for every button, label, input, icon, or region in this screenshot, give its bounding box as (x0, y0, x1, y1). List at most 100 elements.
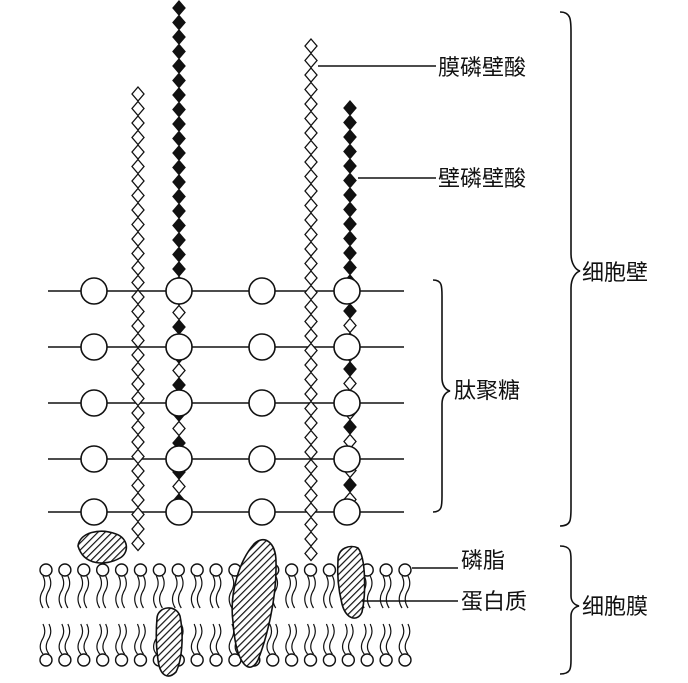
lipoteichoic-chain-left-bead (131, 419, 145, 436)
lipoteichoic-chain-right-bead (304, 67, 318, 83)
lipid-head-outer (152, 563, 167, 577)
peptidoglycan-node (333, 445, 361, 473)
lipid-tail-inner (115, 623, 121, 655)
lipoteichoic-chain-right-bead (304, 429, 318, 446)
lipid-head-outer (39, 563, 53, 577)
lipid-tail-outer (291, 575, 297, 609)
lipoteichoic-chain-right-bead (304, 386, 318, 402)
lipid-tail-inner (266, 623, 273, 655)
wall-teichoic-chain-left-bead (172, 319, 186, 335)
lipoteichoic-chain-left-bead (131, 260, 145, 276)
wall-teichoic-chain-right-bead (343, 216, 357, 232)
lipoteichoic-chain-right-bead (304, 81, 318, 98)
lipid-tail-outer (379, 575, 386, 609)
lipoteichoic-chain-right-bead (304, 342, 318, 359)
lipid-tail-outer (140, 575, 146, 609)
lipoteichoic-chain-right-bead (304, 38, 318, 54)
lipoteichoic-chain-left-bead (131, 115, 145, 131)
lipoteichoic-chain-left-bead (131, 318, 145, 334)
lipid-tail-outer (215, 575, 222, 609)
lipoteichoic-chain-left-bead (131, 477, 145, 494)
lipid-head-outer (379, 563, 393, 577)
label-protein: 蛋白质 (461, 590, 527, 615)
lipid-head-inner (303, 653, 318, 667)
wall-teichoic-chain-right-bead (343, 172, 357, 189)
wall-teichoic-chain-right-bead (343, 230, 357, 247)
lipid-tail-outer (171, 575, 178, 609)
lipid-head-inner (398, 653, 412, 667)
peptidoglycan-nodes (80, 277, 361, 526)
lipid-head-outer (209, 563, 223, 577)
lipid-tail-outer (404, 575, 411, 609)
lipoteichoic-chain-right-bead (304, 255, 318, 272)
lipid-head-inner (379, 653, 393, 667)
lipid-head-inner (133, 653, 148, 667)
lipid-tail-inner (323, 623, 329, 655)
peptidoglycan-node (248, 389, 276, 417)
lipoteichoic-chain-right-bead (304, 226, 318, 243)
cell-wall-brace (559, 11, 581, 527)
wall-teichoic-chain-right-bead (343, 245, 357, 261)
protein-transmembrane-2 (336, 545, 366, 619)
lipid-tail-inner (39, 623, 46, 655)
lipid-head-inner (341, 653, 356, 667)
lipid-tail-inner (310, 623, 316, 655)
lipid-tail-outer (323, 575, 329, 609)
lipid-tail-inner (102, 623, 109, 655)
wall-teichoic-chain-right-bead (343, 303, 357, 319)
peptidoglycan-node (80, 498, 108, 526)
lipoteichoic-chain-left-bead (131, 405, 145, 421)
wall-teichoic-chain-left-bead (172, 72, 186, 89)
lipid-tail-outer (83, 575, 90, 609)
wall-teichoic-chain-right-bead (343, 375, 357, 392)
peptidoglycan-node (248, 277, 276, 305)
lipid-tail-outer (196, 575, 203, 609)
wall-teichoic-chain-left-bead (172, 188, 186, 205)
wall-teichoic-chain-left-bead (172, 203, 186, 219)
label-phospholipid: 磷脂 (461, 549, 505, 574)
lipoteichoic-chain-right-bead (304, 154, 318, 170)
peptidoglycan-node (165, 333, 193, 361)
wall-teichoic-chain-left-bead (172, 232, 186, 248)
cell-membrane-brace (559, 545, 580, 675)
peptidoglycan-node (80, 277, 108, 305)
teichoic-acid-chains (131, 0, 357, 562)
label-cell-wall: 细胞壁 (582, 261, 648, 286)
wall-teichoic-chain-right-bead (343, 419, 357, 435)
lipoteichoic-chain-left-bead (131, 289, 145, 305)
peptidoglycan-node (165, 498, 193, 526)
peptidoglycan-node (80, 445, 108, 473)
lipid-head-outer (284, 563, 299, 577)
lipid-tail-outer (153, 575, 159, 609)
wall-teichoic-chain-right-bead (343, 158, 357, 174)
lipid-head-inner (58, 653, 72, 667)
lipoteichoic-chain-right-bead (304, 110, 318, 127)
wall-teichoic-chain-right-bead (343, 361, 357, 377)
wall-teichoic-chain-left-bead (172, 14, 186, 31)
wall-teichoic-chain-left-bead (172, 478, 186, 495)
lipid-tail-outer (159, 575, 165, 609)
wall-teichoic-chain-left-bead (172, 174, 186, 190)
wall-teichoic-chain-left-bead (172, 29, 186, 45)
lipid-tail-inner (360, 623, 367, 655)
lipid-tail-inner (329, 623, 335, 655)
lipoteichoic-chain-right-bead (304, 487, 318, 504)
lipid-head-inner (322, 653, 337, 667)
lipoteichoic-chain-right-bead (304, 125, 318, 141)
lipoteichoic-chain-left-bead (131, 535, 145, 552)
lipid-tail-inner (196, 623, 203, 655)
wall-teichoic-chain-right-bead (343, 143, 357, 160)
lipid-tail-inner (379, 623, 386, 655)
lipid-tail-inner (215, 623, 222, 655)
peptidoglycan-node (333, 333, 361, 361)
lipoteichoic-chain-right-bead (304, 531, 318, 547)
lipid-head-inner (114, 653, 129, 667)
lipid-tail-inner (341, 623, 348, 655)
lipid-tail-inner (64, 623, 71, 655)
annotations (318, 11, 581, 675)
lipid-tail-inner (285, 623, 291, 655)
wall-teichoic-chain-right-bead (343, 114, 357, 131)
wall-teichoic-chain-left-bead (172, 145, 186, 161)
labels: 膜磷壁酸 壁磷壁酸 肽聚糖 细胞壁 磷脂 蛋白质 细胞膜 (438, 56, 648, 620)
lipoteichoic-chain-right-bead (304, 139, 318, 156)
